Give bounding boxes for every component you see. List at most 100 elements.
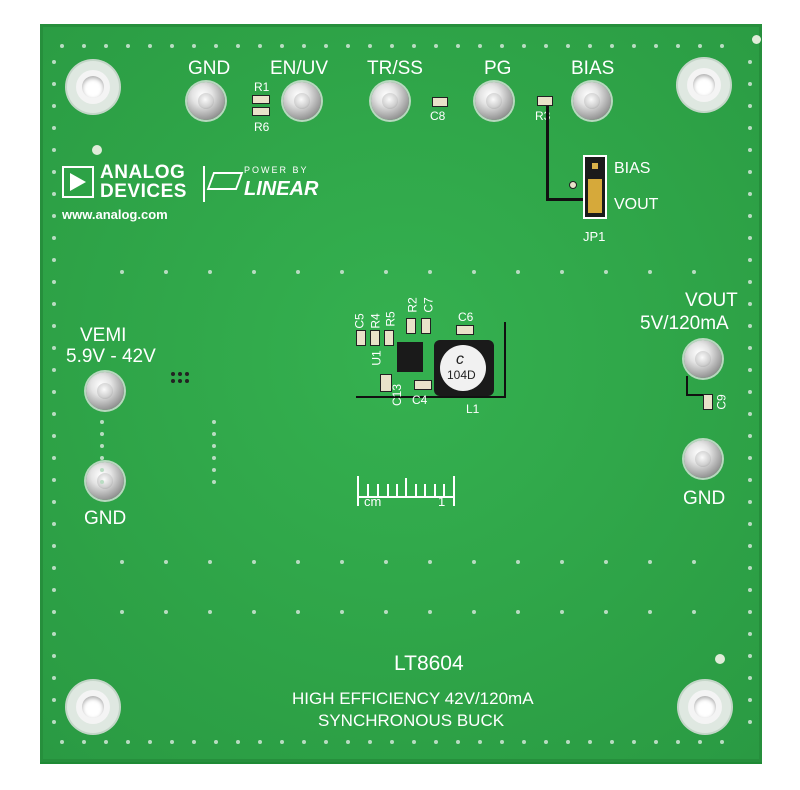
connector-label-bias: BIAS: [571, 58, 615, 79]
via: [748, 390, 752, 394]
via: [500, 740, 504, 744]
via: [610, 44, 614, 48]
fiducial-dot: [752, 35, 761, 44]
part-number: LT8604: [394, 652, 464, 675]
via: [52, 522, 56, 526]
resistor-r3: [537, 96, 553, 106]
via: [748, 676, 752, 680]
via: [212, 420, 216, 424]
via: [346, 44, 350, 48]
via: [748, 434, 752, 438]
via: [516, 560, 520, 564]
via: [52, 324, 56, 328]
via: [428, 560, 432, 564]
via: [698, 44, 702, 48]
fiducial-dot: [92, 145, 102, 155]
turret-en-uv: [283, 82, 321, 120]
via: [52, 368, 56, 372]
mounting-hole-bottom-right: [688, 690, 722, 724]
fiducial-dot: [715, 654, 725, 664]
ruler-unit: cm: [364, 494, 382, 509]
via: [566, 44, 570, 48]
label-jp1-vout: VOUT: [614, 196, 659, 213]
label-gnd-input: GND: [84, 508, 127, 529]
capacitor-c6: [456, 325, 474, 335]
via: [280, 44, 284, 48]
via: [472, 560, 476, 564]
via: [214, 44, 218, 48]
label-c5: C5: [352, 313, 367, 329]
via: [566, 740, 570, 744]
via: [340, 560, 344, 564]
label-c4: C4: [412, 393, 428, 407]
via: [748, 214, 752, 218]
via: [120, 270, 124, 274]
via: [52, 632, 56, 636]
via: [748, 302, 752, 306]
via: [384, 270, 388, 274]
ruler-mark: 1: [438, 494, 446, 509]
connector-label-en-uv: EN/UV: [270, 58, 329, 79]
via: [258, 740, 262, 744]
trace-r3-jp1-h: [546, 198, 584, 201]
via: [104, 44, 108, 48]
ic-u1: [397, 342, 423, 372]
capacitor-c5: [356, 330, 366, 346]
label-c13: C13: [390, 383, 405, 407]
label-jp1-bias: BIAS: [614, 160, 651, 177]
via: [748, 280, 752, 284]
via: [676, 740, 680, 744]
pcb-board: [40, 24, 762, 762]
mounting-hole-top-right: [687, 68, 721, 102]
via: [126, 740, 130, 744]
via: [214, 740, 218, 744]
via: [208, 270, 212, 274]
via: [52, 302, 56, 306]
via: [212, 468, 216, 472]
via: [340, 610, 344, 614]
via: [52, 456, 56, 460]
via: [748, 104, 752, 108]
via: [52, 544, 56, 548]
via: [748, 258, 752, 262]
label-jp1: JP1: [583, 229, 606, 244]
label-r2: R2: [405, 297, 420, 313]
via: [52, 610, 56, 614]
via: [522, 740, 526, 744]
turret-vout: [684, 340, 722, 378]
via: [100, 456, 104, 460]
label-vemi: VEMI: [80, 325, 127, 346]
via: [368, 740, 372, 744]
via: [192, 740, 196, 744]
via: [648, 560, 652, 564]
capacitor-c7: [421, 318, 431, 334]
label-gnd-output: GND: [683, 488, 726, 509]
via: [698, 740, 702, 744]
via: [748, 324, 752, 328]
via: [648, 610, 652, 614]
via: [748, 566, 752, 570]
via: [296, 610, 300, 614]
turret-vin: [86, 372, 124, 410]
inductor-marking: 104D: [447, 368, 476, 382]
via: [368, 44, 372, 48]
via: [208, 610, 212, 614]
via: [100, 444, 104, 448]
via: [720, 740, 724, 744]
mounting-hole-bottom-left: [76, 690, 110, 724]
via: [212, 456, 216, 460]
via: [748, 60, 752, 64]
via: [412, 44, 416, 48]
via: [258, 44, 262, 48]
via: [52, 390, 56, 394]
via: [280, 740, 284, 744]
ruler-scale: [357, 470, 457, 506]
via: [52, 170, 56, 174]
via: [632, 44, 636, 48]
via: [52, 214, 56, 218]
trace-vout-c9: [686, 376, 688, 396]
via: [748, 148, 752, 152]
via: [52, 588, 56, 592]
via: [516, 270, 520, 274]
jumper-jp1[interactable]: [583, 155, 607, 219]
